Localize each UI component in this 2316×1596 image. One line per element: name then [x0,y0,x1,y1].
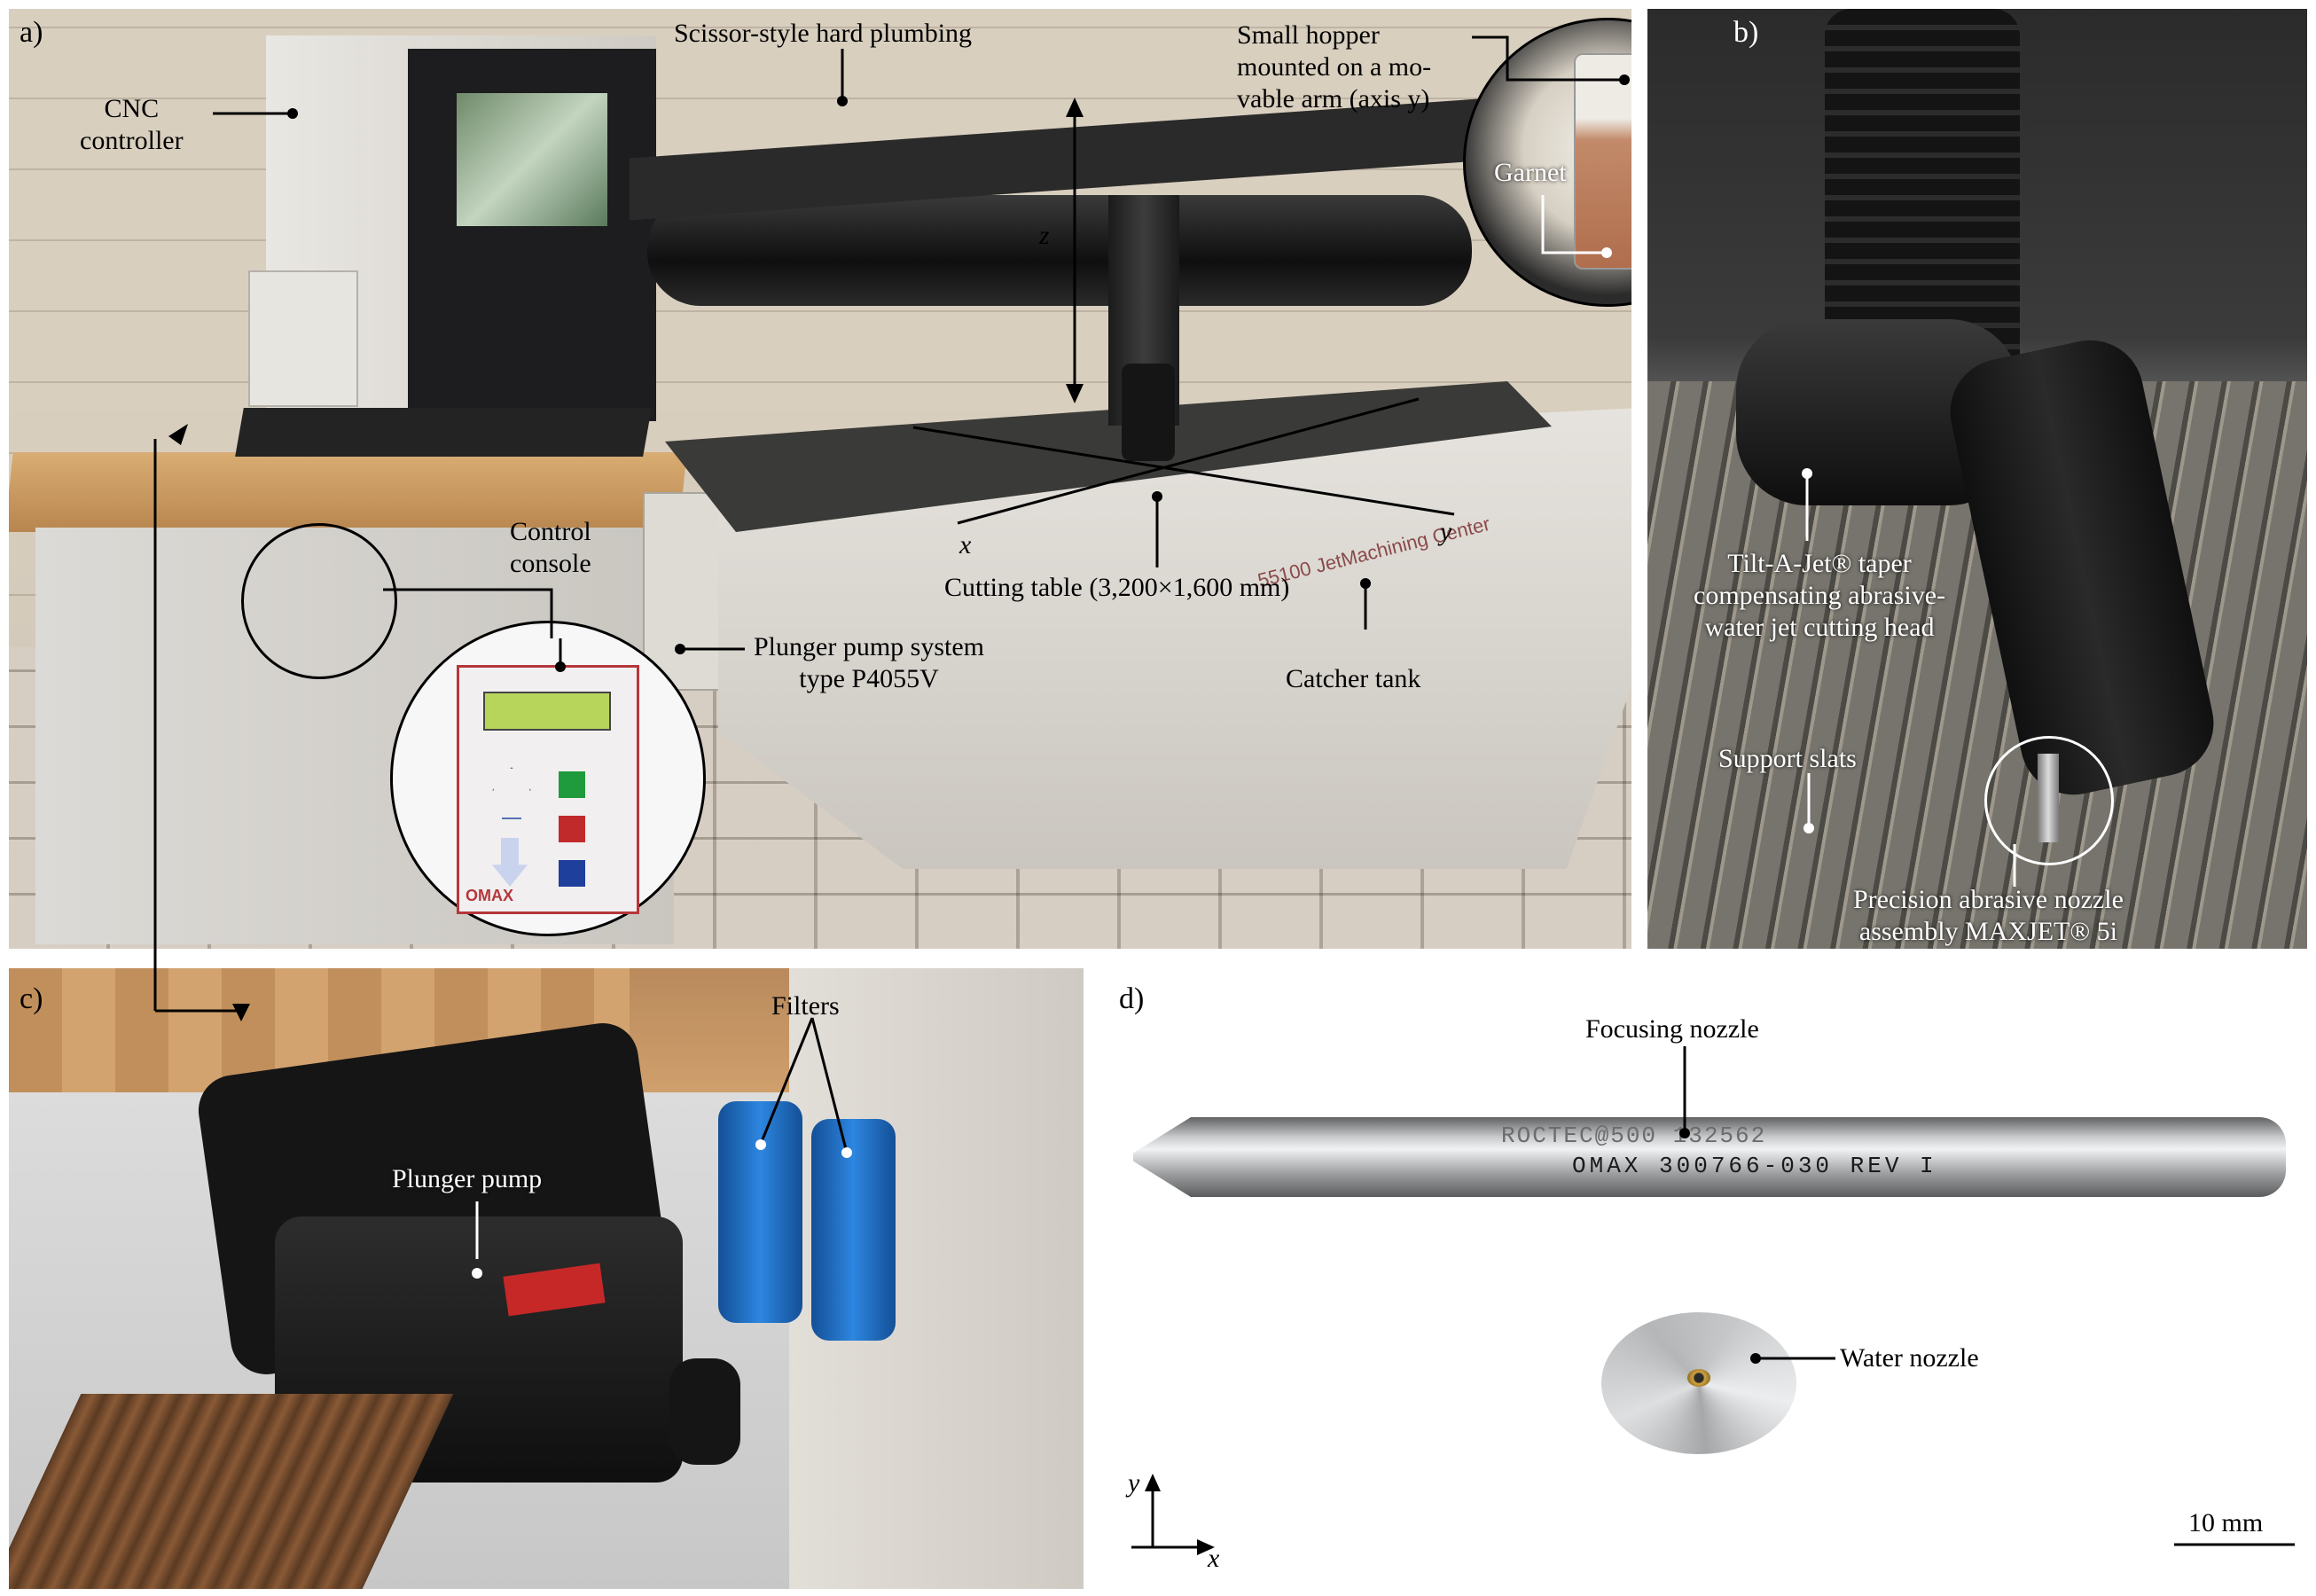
scissor-plumbing-dot [837,96,848,106]
hopper-dot [1619,74,1630,85]
support-slats-dot [1804,823,1814,833]
small-hopper-label: Small hopper mounted on a mo- vable arm … [1237,20,1432,113]
control-console-label: Control console [510,517,591,578]
focusing-nozzle-dot [1679,1128,1690,1138]
nozzle-assembly-label: Precision abrasive nozzle assembly MAXJE… [1853,885,2124,946]
cutting-head-label: Tilt-A-Jet® taper compensating abrasive-… [1694,549,1946,642]
panel-d-photo: ROCTEC@500 132562 OMAX 300766-030 REV I [1098,968,2307,1589]
garnet-dot [1601,247,1612,258]
panel-a-photo: OMAX 55100 JetMachining Center [9,9,1631,949]
axis-x-label-d: x [1208,1544,1220,1573]
nozzle-engraving-line2: OMAX 300766-030 REV I [1572,1153,1937,1179]
console-brand: OMAX [466,887,513,904]
axis-y-label-a: y [1440,517,1452,546]
console-red-button [559,816,585,842]
filters-dot-right [841,1147,852,1158]
panel-c-letter: c) [20,982,43,1015]
filter-left [718,1101,802,1323]
console-dot [555,661,566,672]
cnc-controller-screen [457,93,607,226]
garnet-label: Garnet [1494,158,1567,187]
cutting-head-dot [1802,468,1812,479]
scale-bar-label: 10 mm [2188,1508,2264,1537]
support-slats-label: Support slats [1718,744,1857,773]
focusing-nozzle-label: Focusing nozzle [1585,1014,1759,1044]
water-nozzle-orifice [1687,1369,1710,1387]
axis-x-label-a: x [959,530,972,559]
console-lcd [483,692,611,731]
scissor-plumbing-label: Scissor-style hard plumbing [674,19,973,48]
solenoid-valve [669,1358,740,1465]
panel-b-photo [1647,9,2307,949]
nozzle-callout-circle [1984,736,2114,865]
console-green-button [559,771,585,798]
plunger-pump-label: Plunger pump [392,1164,543,1193]
gantry-bridge [647,195,1472,306]
panel-d-letter: d) [1119,982,1145,1015]
cnc-controller-dot [287,108,298,119]
control-console-callout-circle [241,523,397,679]
console-blue-button [559,860,585,887]
cnc-controller-label: CNC controller [80,94,184,155]
cnc-side-unit [248,270,358,407]
cutting-head-a [1122,364,1175,461]
nozzle-engraving-line1: ROCTEC@500 132562 [1501,1123,1767,1149]
panel-a-letter: a) [20,16,43,49]
catcher-tank-label: Catcher tank [1286,664,1421,693]
focusing-nozzle-rod [1133,1117,2286,1197]
panel-c-photo [9,968,1084,1589]
cutting-table-label: Cutting table (3,200×1,600 mm) [944,573,1290,602]
axis-z-label-a: z [1039,221,1050,250]
cutting-table-dot [1152,491,1162,502]
water-nozzle-label: Water nozzle [1840,1343,1979,1373]
plunger-pump-system-label: Plunger pump system type P4055V [754,632,984,693]
axis-y-label-d: y [1128,1468,1140,1498]
water-nozzle-dot [1750,1353,1761,1364]
panel-b-letter: b) [1733,16,1759,49]
pump-system-dot [675,644,685,654]
filters-dot-left [755,1139,766,1150]
nozzle-tip [2038,754,2059,842]
plunger-pump-dot [472,1268,482,1279]
filters-label: Filters [771,991,840,1021]
catcher-tank-dot [1360,578,1371,589]
garnet-hopper [1574,53,1631,270]
filter-right [811,1119,896,1341]
